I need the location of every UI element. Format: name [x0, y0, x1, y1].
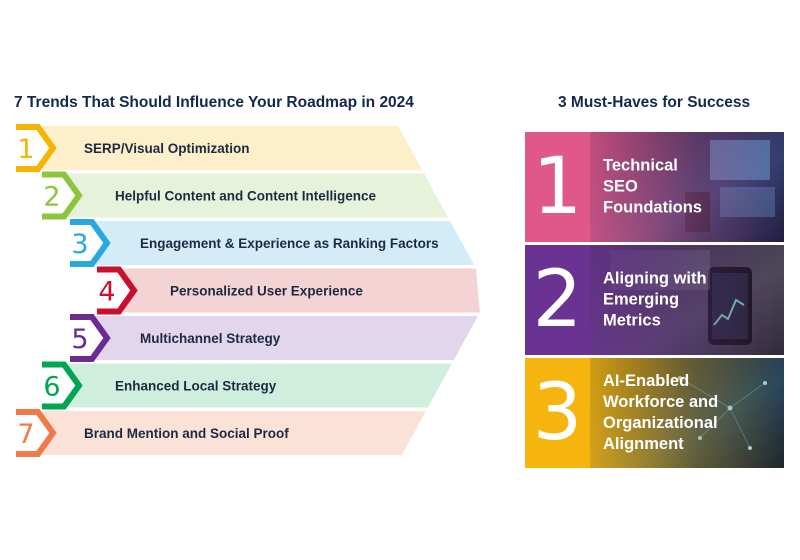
must-have-photo [590, 245, 784, 355]
trend-number: 2 [43, 182, 60, 213]
trend-label: Personalized User Experience [170, 284, 363, 299]
trend-number: 5 [71, 324, 88, 355]
trend-label: Engagement & Experience as Ranking Facto… [140, 236, 439, 251]
trend-band [68, 363, 452, 408]
must-have-card: 3 [525, 358, 784, 468]
must-have-number: 2 [525, 245, 590, 355]
trend-number: 7 [17, 419, 34, 450]
must-have-number: 1 [525, 132, 590, 242]
trend-band [96, 316, 478, 360]
must-have-photo [590, 132, 784, 242]
trend-row: 4 Personalized User Experience [97, 266, 480, 315]
must-have-card: 1 [525, 132, 784, 242]
chevron-icon [16, 409, 57, 457]
trend-row: 3 Engagement & Experience as Ranking Fact… [70, 219, 475, 267]
must-have-card: 2 [525, 245, 784, 355]
trend-band [42, 411, 426, 455]
trend-number: 1 [17, 134, 34, 165]
chevron-icon [70, 314, 111, 362]
must-have-number: 3 [525, 358, 590, 468]
trend-label: Multichannel Strategy [140, 331, 281, 346]
trend-label: SERP/Visual Optimization [84, 141, 250, 156]
trend-label: Enhanced Local Strategy [115, 379, 277, 394]
must-have-photo [590, 358, 784, 468]
trend-number: 4 [98, 277, 115, 308]
trend-row: 1 SERP/Visual Optimization [16, 124, 423, 172]
must-have-label: AI-Enabled Workforce and Organizational … [603, 372, 719, 453]
must-have-label: Technical SEO Foundations [603, 156, 702, 217]
trend-number: 3 [71, 229, 88, 260]
chevron-icon [70, 219, 111, 267]
trend-row: 7 Brand Mention and Social Proof [16, 409, 426, 457]
chevron-icon [16, 124, 57, 172]
trend-row: 6 Enhanced Local Strategy [42, 361, 452, 410]
trend-label: Brand Mention and Social Proof [84, 426, 289, 441]
trend-band [42, 126, 423, 170]
chevron-icon [42, 361, 83, 410]
trends-heading: 7 Trends That Should Influence Your Road… [14, 94, 414, 111]
trend-number: 6 [43, 372, 60, 403]
must-have-label: Aligning with Emerging Metrics [603, 269, 707, 330]
trend-label: Helpful Content and Content Intelligence [115, 189, 376, 204]
trend-band [123, 268, 480, 313]
must-haves-heading: 3 Must-Haves for Success [558, 94, 751, 111]
chevron-icon [97, 266, 138, 315]
trend-band [96, 221, 475, 265]
trend-band [68, 173, 449, 218]
trend-row: 2 Helpful Content and Content Intelligenc… [42, 171, 449, 220]
chevron-icon [42, 171, 83, 220]
trend-row: 5 Multichannel Strategy [70, 314, 478, 362]
